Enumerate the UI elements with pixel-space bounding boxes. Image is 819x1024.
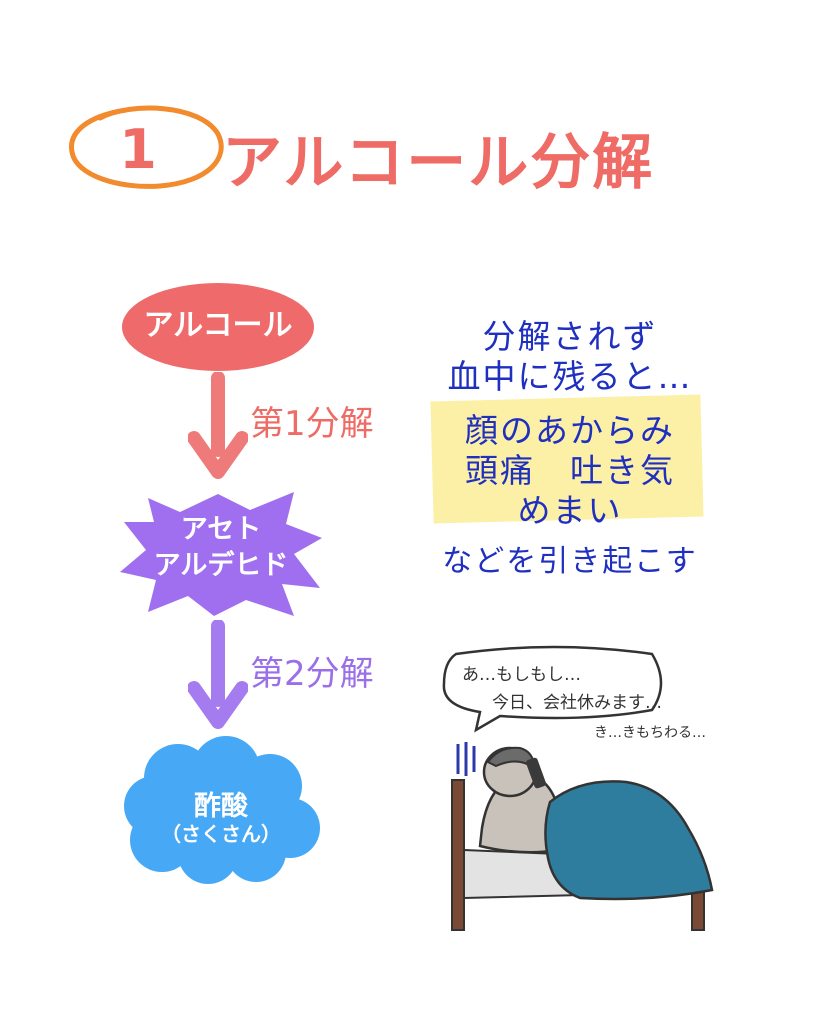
symptom-headache-nausea: 頭痛 吐き気 — [465, 451, 675, 490]
symptom-dizziness: めまい — [517, 491, 623, 530]
acetic-acid-cloud — [124, 736, 320, 884]
acetic-acid-reading: （さくさん） — [161, 822, 281, 846]
acetaldehyde-line1: アセト — [180, 514, 262, 545]
note-line1: 分解されず — [482, 317, 658, 356]
page-title: アルコール分解 — [222, 128, 655, 198]
speech-line1: あ…もしもし… — [462, 665, 581, 685]
note-conclusion: などを引き起こす — [442, 544, 698, 579]
arrow-step2 — [188, 620, 248, 729]
alcohol-ellipse — [122, 283, 314, 371]
title-number: 1 — [119, 118, 157, 181]
acetic-acid-label: 酢酸 — [194, 791, 248, 822]
acetaldehyde-line2: アルデヒド — [153, 550, 289, 581]
number-circle-outline — [69, 105, 224, 189]
mumble-text: き…きもちわる… — [594, 725, 706, 741]
alcohol-label: アルコール — [143, 308, 293, 343]
note-line2: 血中に残ると… — [447, 357, 693, 396]
speech-line2: 今日、会社休みます… — [492, 693, 662, 713]
arrow-step1 — [188, 372, 248, 479]
speech-bubble — [442, 645, 663, 733]
step2-label: 第2分解 — [250, 654, 374, 694]
step1-label: 第1分解 — [250, 404, 374, 444]
acetaldehyde-burst — [120, 492, 322, 616]
symptom-face-redness: 顔のあからみ — [465, 411, 675, 450]
bed-scene — [451, 742, 714, 931]
